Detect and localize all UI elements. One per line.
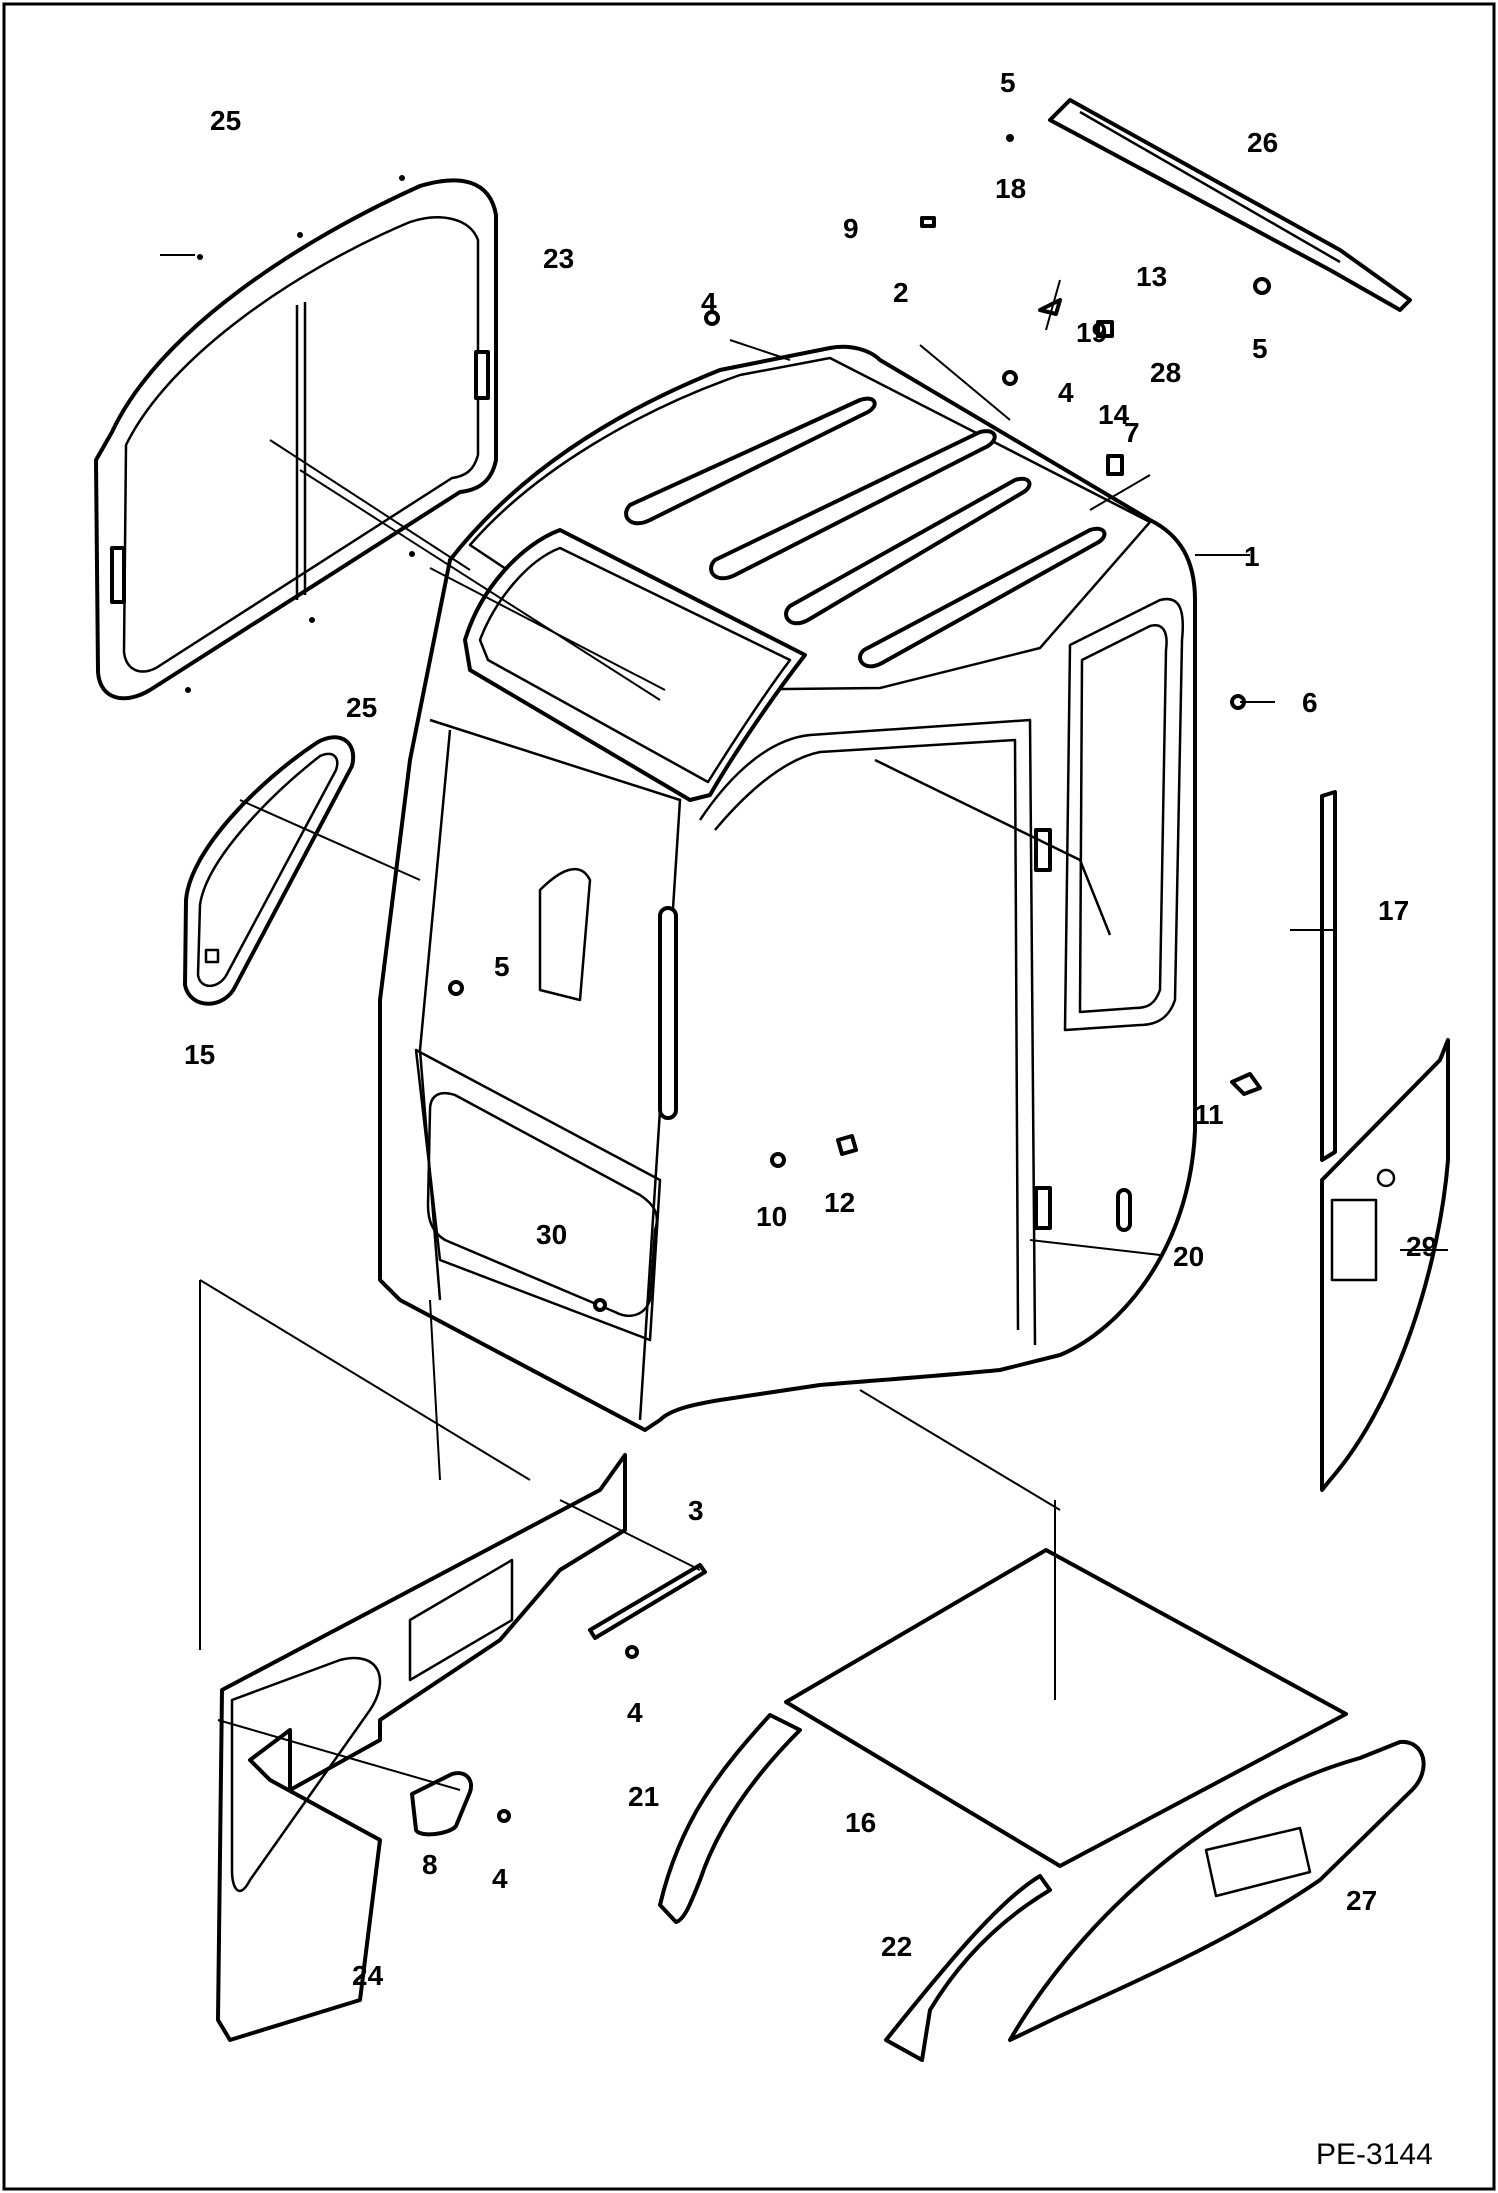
callout-14: 14 xyxy=(1098,399,1130,430)
callout-29: 29 xyxy=(1406,1231,1437,1262)
callout-30: 30 xyxy=(536,1219,567,1250)
callout-23: 23 xyxy=(543,243,574,274)
callout-11: 11 xyxy=(1194,1099,1224,1130)
callout-25-bottom: 25 xyxy=(346,692,377,723)
callout-8: 8 xyxy=(422,1849,438,1880)
callout-20: 20 xyxy=(1173,1241,1204,1272)
rod-part xyxy=(588,1563,707,1640)
callout-24: 24 xyxy=(352,1960,384,1991)
floor-base-part xyxy=(1008,1739,1426,2042)
callout-17: 17 xyxy=(1378,895,1409,926)
right-panel-part xyxy=(1320,1038,1450,1492)
callout-15: 15 xyxy=(184,1039,215,1070)
callout-25-top: 25 xyxy=(210,105,241,136)
top-trim-part xyxy=(1048,98,1412,312)
glass-seal-part xyxy=(183,735,356,1006)
callout-13: 13 xyxy=(1136,261,1167,292)
strip-part xyxy=(1320,790,1337,1162)
sliding-window-part xyxy=(94,178,498,701)
callout-19: 19 xyxy=(1076,317,1107,348)
callout-22: 22 xyxy=(881,1931,912,1962)
callout-1: 1 xyxy=(1244,541,1260,572)
callout-28: 28 xyxy=(1150,357,1181,388)
callout-4-light: 4 xyxy=(492,1863,508,1894)
left-bottom-trim-part xyxy=(658,1713,802,1924)
callout-6: 6 xyxy=(1302,687,1318,718)
cab-part xyxy=(378,344,1197,1432)
callout-5-trim-right: 5 xyxy=(1252,333,1268,364)
callout-4-roof: 4 xyxy=(701,287,717,318)
callout-16: 16 xyxy=(845,1807,876,1838)
callout-4-rod: 4 xyxy=(627,1697,643,1728)
callout-18: 18 xyxy=(995,173,1026,204)
callout-12: 12 xyxy=(824,1187,855,1218)
callout-26: 26 xyxy=(1247,127,1278,158)
callout-3: 3 xyxy=(688,1495,704,1526)
callout-27: 27 xyxy=(1346,1885,1377,1916)
callout-21: 21 xyxy=(628,1781,659,1812)
drawing-reference: PE-3144 xyxy=(1316,2138,1433,2171)
front-bottom-trim-part xyxy=(884,1874,1052,2062)
fasteners xyxy=(185,134,1271,1823)
callout-9: 9 xyxy=(843,213,859,244)
callout-5-trim-top: 5 xyxy=(1000,67,1016,98)
callout-10: 10 xyxy=(756,1201,787,1232)
floor-mat-part xyxy=(784,1548,1348,1868)
callout-5-cab: 5 xyxy=(494,951,510,982)
callout-labels: 1 2 3 4 4 4 4 5 5 5 6 7 8 9 10 11 12 13 … xyxy=(184,67,1437,1991)
callout-4-latch: 4 xyxy=(1058,377,1074,408)
leader-lines xyxy=(160,254,1448,1791)
callout-7: 7 xyxy=(1124,417,1140,448)
left-panel-part xyxy=(216,1453,627,2042)
light-part xyxy=(410,1771,473,1837)
callout-2: 2 xyxy=(893,277,909,308)
